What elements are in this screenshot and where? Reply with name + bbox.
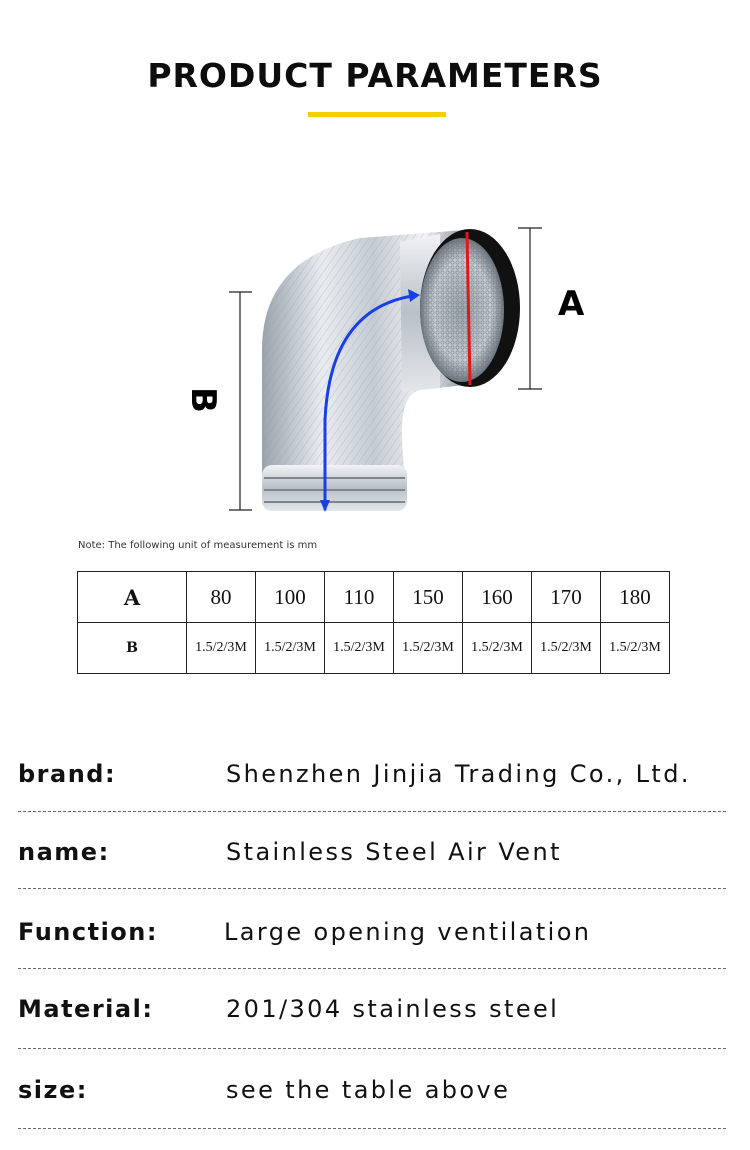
divider [18, 811, 726, 812]
info-value: Large opening ventilation [224, 918, 592, 946]
table-cell: 170 [531, 571, 601, 623]
table-cell: 80 [186, 571, 256, 623]
info-row-size: size: see the table above [18, 1076, 728, 1146]
row-b-header: B [77, 622, 187, 674]
table-cell: 1.5/2/3M [600, 622, 670, 674]
row-a-header: A [77, 571, 187, 623]
title-underline [308, 112, 446, 117]
table-cell: 1.5/2/3M [531, 622, 601, 674]
table-cell: 160 [462, 571, 532, 623]
divider [18, 1128, 726, 1129]
table-cell: 180 [600, 571, 670, 623]
table-cell: 1.5/2/3M [186, 622, 256, 674]
info-key: name: [18, 838, 110, 866]
divider [18, 968, 726, 969]
page-title: PRODUCT PARAMETERS [147, 56, 603, 95]
table-cell: 150 [393, 571, 463, 623]
table-row: A 80 100 110 150 160 170 180 [77, 571, 670, 623]
dimension-a-label: A [558, 284, 585, 324]
divider [18, 1048, 726, 1049]
measurement-note: Note: The following unit of measurement … [78, 540, 318, 551]
divider [18, 888, 726, 889]
table-row: B 1.5/2/3M 1.5/2/3M 1.5/2/3M 1.5/2/3M 1.… [77, 622, 670, 674]
info-value: 201/304 stainless steel [226, 995, 560, 1023]
info-row-function: Function: Large opening ventilation [18, 918, 728, 988]
table-cell: 1.5/2/3M [324, 622, 394, 674]
info-key: size: [18, 1076, 88, 1104]
info-value: Stainless Steel Air Vent [226, 838, 562, 866]
info-row-name: name: Stainless Steel Air Vent [18, 838, 728, 908]
info-row-material: Material: 201/304 stainless steel [18, 995, 728, 1065]
info-key: brand: [18, 760, 117, 788]
info-key: Function: [18, 918, 158, 946]
info-row-brand: brand: Shenzhen Jinjia Trading Co., Ltd. [18, 760, 728, 830]
spec-table: A 80 100 110 150 160 170 180 B 1.5/2/3M … [77, 571, 670, 674]
table-cell: 110 [324, 571, 394, 623]
table-cell: 1.5/2/3M [462, 622, 532, 674]
elbow-duct-image [229, 227, 542, 512]
table-cell: 1.5/2/3M [255, 622, 325, 674]
info-key: Material: [18, 995, 154, 1023]
dimension-b-label: B [182, 387, 223, 413]
info-value: Shenzhen Jinjia Trading Co., Ltd. [226, 760, 691, 788]
table-cell: 100 [255, 571, 325, 623]
table-cell: 1.5/2/3M [393, 622, 463, 674]
info-value: see the table above [226, 1076, 511, 1104]
